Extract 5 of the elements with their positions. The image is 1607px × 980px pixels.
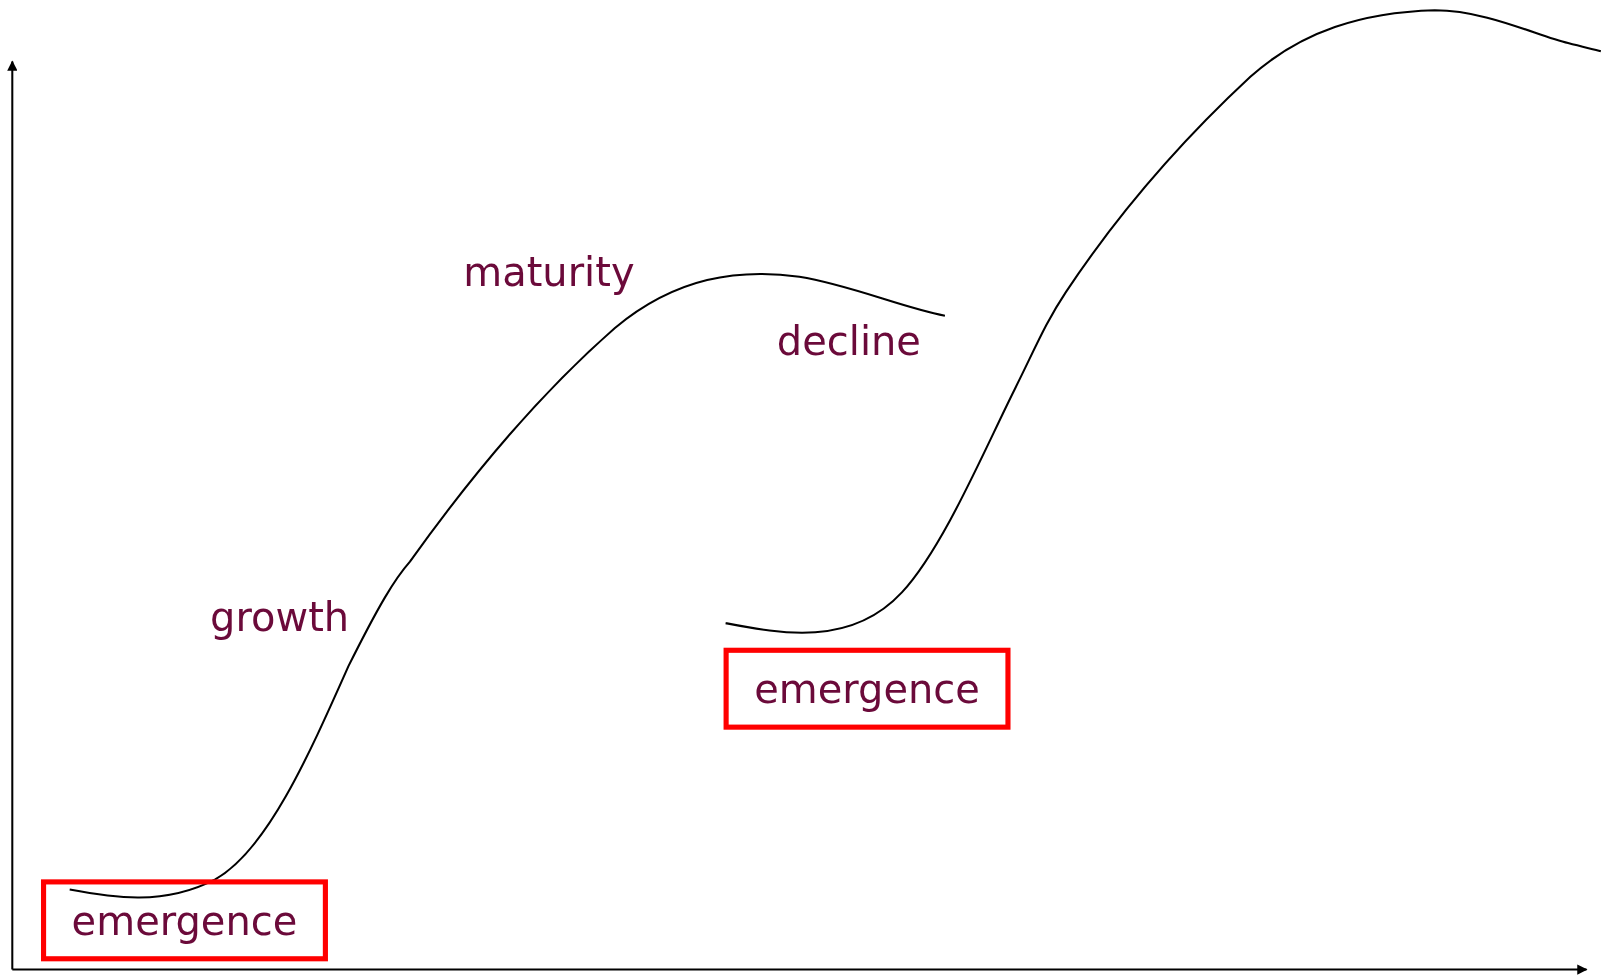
stage-label: growth bbox=[210, 597, 350, 638]
stage-label-box: emergence bbox=[723, 647, 1011, 730]
stage-label: decline bbox=[776, 320, 921, 361]
stage-label: maturity bbox=[463, 252, 635, 293]
stage-label-box: emergence bbox=[41, 879, 328, 962]
